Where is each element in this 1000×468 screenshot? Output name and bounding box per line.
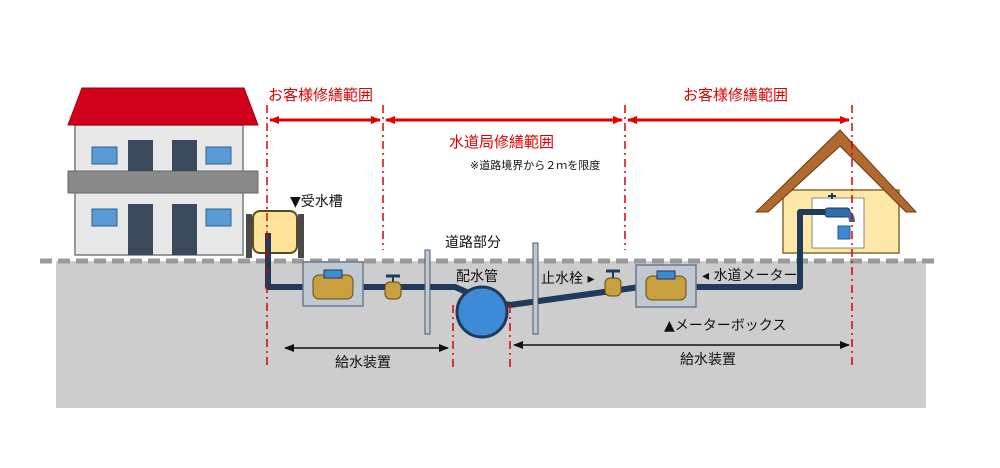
customer-scope-right-label: お客様修繕範囲 — [683, 86, 789, 104]
supply-equipment-left-label: 給水装置 — [335, 355, 391, 371]
stop-valve-label: 止水栓 ▸ — [541, 271, 595, 287]
distribution-main-label: 配水管 — [456, 269, 498, 285]
distribution-main — [455, 285, 509, 339]
right-meter-box — [635, 264, 697, 308]
left-stop-valve — [384, 274, 402, 300]
supply-equipment-right-label: 給水装置 — [680, 352, 736, 368]
house — [754, 129, 918, 254]
meter-box-label: ▲メーターボックス — [664, 318, 787, 334]
road-boundary-post-left — [424, 249, 431, 335]
waterworks-scope-label: 水道局修繕範囲 — [449, 133, 555, 151]
left-meter-box — [302, 261, 364, 307]
scope-boundaries — [266, 105, 853, 368]
receiving-tank — [246, 210, 304, 258]
road-boundary-post-right — [532, 242, 539, 335]
right-stop-valve — [604, 269, 622, 297]
receiving-tank-label: ▼受水槽 — [290, 194, 343, 210]
road-section-label: 道路部分 — [445, 235, 501, 251]
waterworks-note: ※道路境界から２ｍを限度 — [470, 159, 601, 172]
apartment-building — [67, 87, 259, 256]
customer-scope-left-label: お客様修繕範囲 — [268, 86, 374, 104]
water-meter-label: ◂ 水道メーター — [702, 268, 798, 284]
